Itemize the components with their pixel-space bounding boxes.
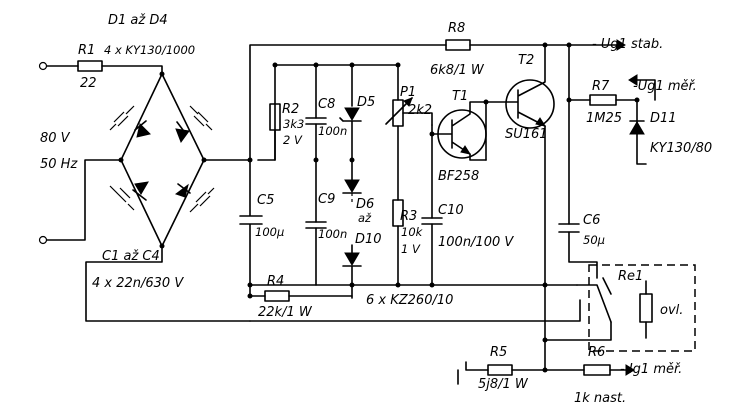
label-ug1-mer: -Ug1 měř. [633, 79, 697, 94]
label-r1: R1 [78, 43, 95, 58]
zener-diode-d6 [342, 179, 362, 194]
label-r5: R5 [490, 345, 507, 360]
capacitor-c6 [558, 223, 580, 233]
label-d6-az: až [358, 211, 372, 225]
label-r7-value: 1M25 [586, 111, 622, 126]
label-d11: D11 [650, 111, 677, 126]
label-c5-value: 100µ [255, 225, 284, 239]
label-c1-c4: C1 až C4 [102, 249, 160, 264]
diode-d11 [629, 120, 645, 135]
relay-re1 [576, 264, 696, 352]
capacitor-c10 [421, 217, 443, 225]
transistor-t1 [431, 101, 487, 161]
capacitor-c5 [239, 159, 263, 297]
label-50hz: 50 Hz [40, 157, 78, 172]
label-ky130-1000: 4 x KY130/1000 [104, 43, 195, 57]
label-c5: C5 [257, 193, 274, 208]
label-p1-value: 2k2 [408, 103, 432, 118]
label-r6-value: 1k nast. [574, 391, 626, 406]
label-c8: C8 [318, 97, 335, 112]
resistor-r4 [264, 290, 290, 302]
label-c8-value: 100n [318, 124, 347, 138]
label-r2-value2: 2 V [283, 133, 303, 147]
label-c1-c4-value: 4 x 22n/630 V [92, 276, 184, 291]
label-t1-type: BF258 [438, 169, 479, 184]
diode-d1 [134, 120, 151, 138]
label-r4: R4 [267, 274, 284, 289]
label-c10: C10 [438, 203, 464, 218]
label-t2: T2 [518, 53, 534, 68]
diode-d4 [174, 183, 191, 198]
label-r8-value: 6k8/1 W [430, 63, 485, 78]
label-c6-value: 50µ [583, 233, 605, 247]
label-r2: R2 [282, 102, 299, 117]
label-d6: D6 [356, 197, 374, 212]
label-r2-value1: 3k3 [283, 117, 304, 131]
diode-d2 [175, 121, 190, 144]
capacitor-c3 [109, 185, 135, 211]
label-d5: D5 [357, 95, 375, 110]
label-t1: T1 [452, 89, 468, 104]
label-t2-type: SU161 [505, 127, 548, 142]
resistor-r6 [583, 364, 611, 376]
label-r7: R7 [592, 79, 610, 94]
bridge-rectifier [109, 71, 215, 249]
label-c9: C9 [318, 192, 335, 207]
label-r3-value1: 10k [401, 225, 424, 239]
label-r5-value: 5j8/1 W [478, 377, 529, 392]
label-r8: R8 [448, 21, 465, 36]
zener-diode-d10 [342, 252, 362, 267]
resistor-r7 [589, 94, 617, 106]
label-kz260: 6 x KZ260/10 [366, 293, 453, 308]
label-r1-value: 22 [80, 76, 97, 91]
output-arrow-ig1-mer [625, 364, 635, 376]
capacitor-c1 [109, 105, 135, 131]
label-ug1-stab: - Ug1 stab. [592, 37, 663, 52]
label-r3-value2: 1 V [401, 242, 421, 256]
label-c9-value: 100n [318, 227, 347, 241]
input-terminal-top [38, 61, 48, 71]
resistor-r5 [487, 364, 513, 376]
capacitor-c4 [189, 187, 215, 213]
resistor-r8 [445, 39, 471, 51]
resistor-r1 [77, 60, 103, 72]
label-r6: R6 [588, 345, 605, 360]
label-re1: Re1 [618, 269, 643, 284]
input-terminal-bottom [38, 235, 48, 245]
capacitor-c2 [189, 105, 213, 131]
label-d10: D10 [355, 232, 382, 247]
label-c6: C6 [583, 213, 600, 228]
transistor-t2 [485, 44, 555, 286]
label-80v: 80 V [40, 131, 71, 146]
label-d1-d4: D1 až D4 [108, 13, 168, 28]
label-d11-value: KY130/80 [650, 141, 712, 156]
label-ovl: ovl. [660, 303, 683, 318]
label-r4-value: 22k/1 W [258, 305, 313, 320]
label-r3: R3 [400, 209, 417, 224]
label-ig1-mer: - Ig1 měř. [620, 362, 682, 377]
output-arrow-ug1-stab [616, 39, 626, 51]
label-c10-value: 100n/100 V [438, 235, 514, 250]
label-p1: P1 [400, 85, 416, 100]
diode-d3 [132, 181, 149, 201]
